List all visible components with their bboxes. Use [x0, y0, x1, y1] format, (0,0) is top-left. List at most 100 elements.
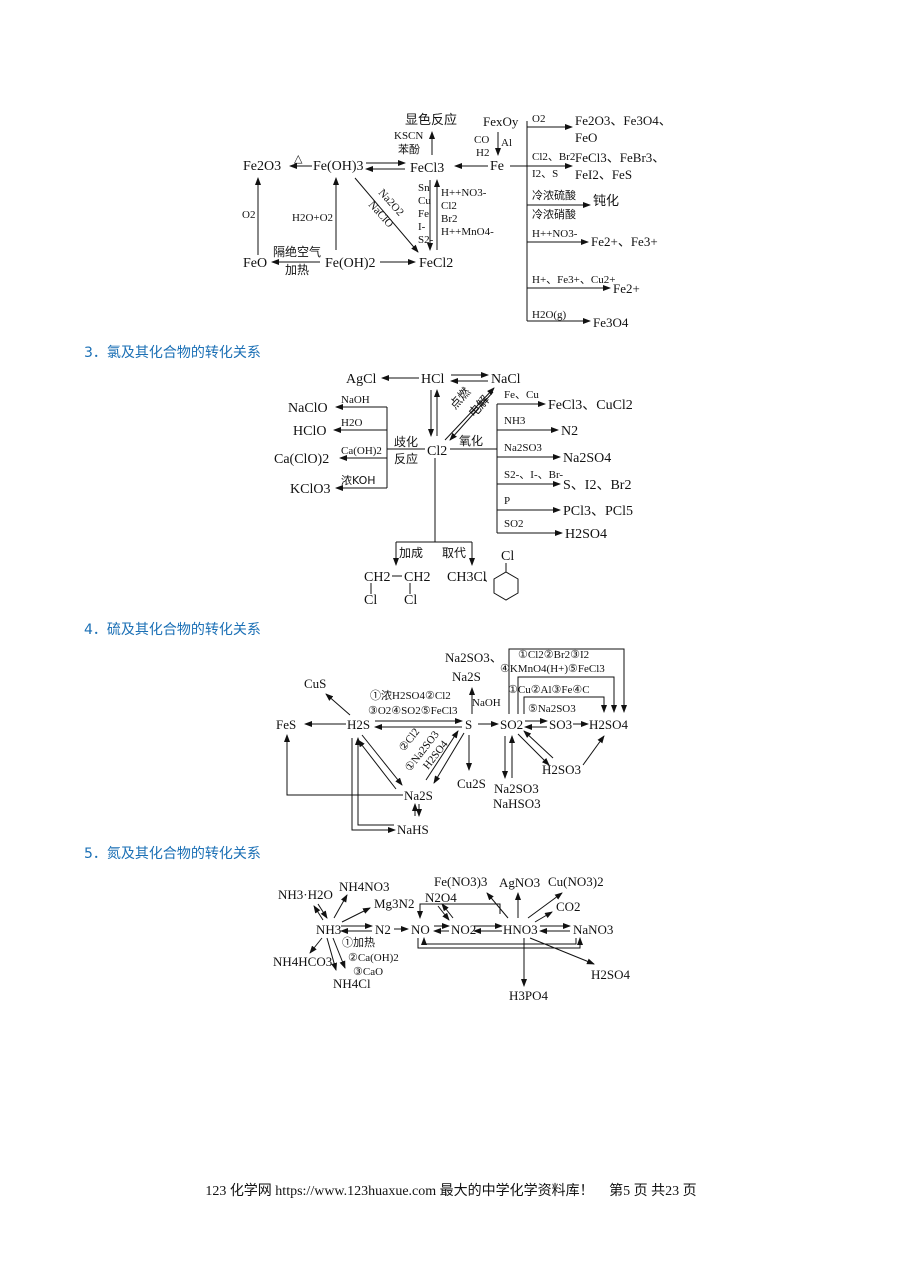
page-footer: 123 化学网 https://www.123huaxue.com 最大的中学化… [0, 1180, 902, 1200]
cl-ch2-a: CH2 [364, 570, 390, 585]
iron-branch-condition: I2、S [532, 168, 558, 180]
n-agno3: AgNO3 [499, 875, 540, 890]
footer-page: 第5 页 共23 页 [609, 1184, 697, 1199]
cl-left-product: KClO3 [290, 482, 330, 497]
cl-right-product: N2 [561, 424, 578, 439]
iron-left-reagent: Cu [418, 195, 431, 207]
s-mid2: ⑤Na2SO3 [528, 703, 576, 715]
cl-substitution: 取代 [442, 546, 466, 560]
cl-left-product: HClO [293, 424, 326, 439]
iron-branch-condition: H2O(g) [532, 309, 567, 321]
iron-branch-condition: 冷浓硝酸 [532, 207, 576, 221]
iron-left-reagent: S2- [418, 234, 434, 246]
n-h2so4: H2SO4 [591, 967, 631, 982]
iron-o2-left: O2 [242, 209, 255, 221]
s-so3: SO3 [549, 717, 572, 732]
section-title-sulfur: 4．硫及其化合物的转化关系 [84, 622, 261, 638]
cl-right-reagent: Fe、Cu [504, 389, 539, 401]
n-hno3: HNO3 [503, 922, 538, 937]
iron-right-reagent: H++NO3- [441, 187, 487, 199]
n-cu-no3-2: Cu(NO3)2 [548, 874, 604, 889]
iron-left-reagent: Fe [418, 208, 429, 220]
s-cond2: ③O2④SO2⑤FeCl3 [368, 705, 458, 717]
cl-cl-c: Cl [501, 549, 514, 564]
cl-agcl: AgCl [346, 372, 376, 387]
s-na2so3-b: Na2SO3 [494, 781, 539, 796]
n-nano3: NaNO3 [573, 922, 613, 937]
s-nahs: NaHS [397, 822, 429, 837]
s-cus: CuS [304, 676, 326, 691]
cl-cl-b: Cl [404, 593, 417, 608]
iron-right-reagent: Cl2 [441, 200, 457, 212]
iron-feoh2: Fe(OH)2 [325, 256, 376, 271]
n-h3po4: H3PO4 [509, 988, 549, 1003]
cl-hcl: HCl [421, 372, 444, 387]
iron-branch-condition: H+、Fe3+、Cu2+ [532, 274, 615, 286]
n-co2: CO2 [556, 899, 581, 914]
s-na2so3-top: Na2SO3、 [445, 650, 503, 665]
cl-left-product: Ca(ClO)2 [274, 452, 329, 467]
iron-branch-condition: O2 [532, 113, 545, 125]
cl-right-product: PCl3、PCl5 [563, 504, 633, 519]
s-so2: SO2 [500, 717, 523, 732]
iron-fe2o3: Fe2O3 [243, 159, 281, 174]
iron-branch-condition: Cl2、Br2 [532, 151, 575, 163]
cl-disprop1: 歧化 [394, 435, 418, 449]
s-h2so4: H2SO4 [589, 717, 629, 732]
cl-right-reagent: S2-、I-、Br- [504, 469, 563, 481]
cl-ch2-b: CH2 [404, 570, 430, 585]
cl-cl-a: Cl [364, 593, 377, 608]
s-nahso3: NaHSO3 [493, 796, 541, 811]
s-top1: ①Cl2②Br2③I2 [518, 649, 589, 661]
iron-branch-product: FeI2、FeS [575, 167, 632, 182]
cl-left-reagent: Ca(OH)2 [341, 445, 382, 457]
iron-branch-product: Fe3O4 [593, 315, 629, 330]
cl-right-reagent: Na2SO3 [504, 442, 542, 454]
cl-left-reagent: NaOH [341, 394, 370, 406]
iron-branch-product: FeCl3、FeBr3、 [575, 150, 665, 165]
cl-right-reagent: SO2 [504, 518, 524, 530]
s-top2: ④KMnO4(H+)⑤FeCl3 [500, 663, 605, 675]
iron-branch-product: FeO [575, 130, 597, 145]
iron-co: CO [474, 134, 489, 146]
n-n2: N2 [375, 922, 391, 937]
iron-left-reagent: I- [418, 221, 426, 233]
n-mg3n2: Mg3N2 [374, 896, 414, 911]
s-s: S [465, 717, 472, 732]
iron-al: Al [501, 137, 512, 149]
s-fes: FeS [276, 717, 296, 732]
cl-ch3cl: CH3Cl [447, 570, 487, 585]
section-title-nitrogen: 5．氮及其化合物的转化关系 [84, 846, 261, 862]
s-mid1: ①Cu②Al③Fe④C [508, 684, 590, 696]
n-c3: ③CaO [353, 966, 383, 978]
n-fe-no3-3: Fe(NO3)3 [434, 874, 487, 889]
iron-branch-product: 钝化 [593, 194, 619, 209]
n-nh3: NH3 [316, 922, 341, 937]
n-c2: ②Ca(OH)2 [348, 952, 399, 964]
iron-right-reagent: Br2 [441, 213, 458, 225]
iron-feo: FeO [243, 256, 267, 271]
s-cond1: ①浓H2SO4②Cl2 [370, 689, 451, 702]
iron-branch-product: Fe2+ [613, 281, 640, 296]
cl-comma: 、 [483, 570, 495, 584]
cl-oxidation: 氧化 [459, 434, 483, 448]
iron-branch-product: Fe2O3、Fe3O4、 [575, 113, 672, 128]
iron-left-reagent: Sn [418, 182, 430, 194]
cl-left-reagent: 浓KOH [341, 474, 376, 487]
iron-fe: Fe [490, 159, 504, 174]
iron-fecl3: FeCl3 [410, 161, 444, 176]
iron-isolate-air: 隔绝空气 [273, 244, 321, 259]
cl-addition: 加成 [399, 546, 423, 560]
s-na2s: Na2S [404, 788, 433, 803]
cl-right-product: Na2SO4 [563, 451, 611, 466]
cl-right-reagent: NH3 [504, 415, 526, 427]
cl-right-product: S、I2、Br2 [563, 478, 631, 493]
iron-branch-product: Fe2+、Fe3+ [591, 234, 658, 249]
iron-phenol: 苯酚 [398, 142, 420, 156]
cl-right-reagent: P [504, 495, 510, 507]
n-nh4no3: NH4NO3 [339, 879, 390, 894]
n-nh4hco3: NH4HCO3 [273, 954, 332, 969]
cl-disprop2: 反应 [394, 451, 418, 466]
s-h2so3: H2SO3 [542, 762, 581, 777]
